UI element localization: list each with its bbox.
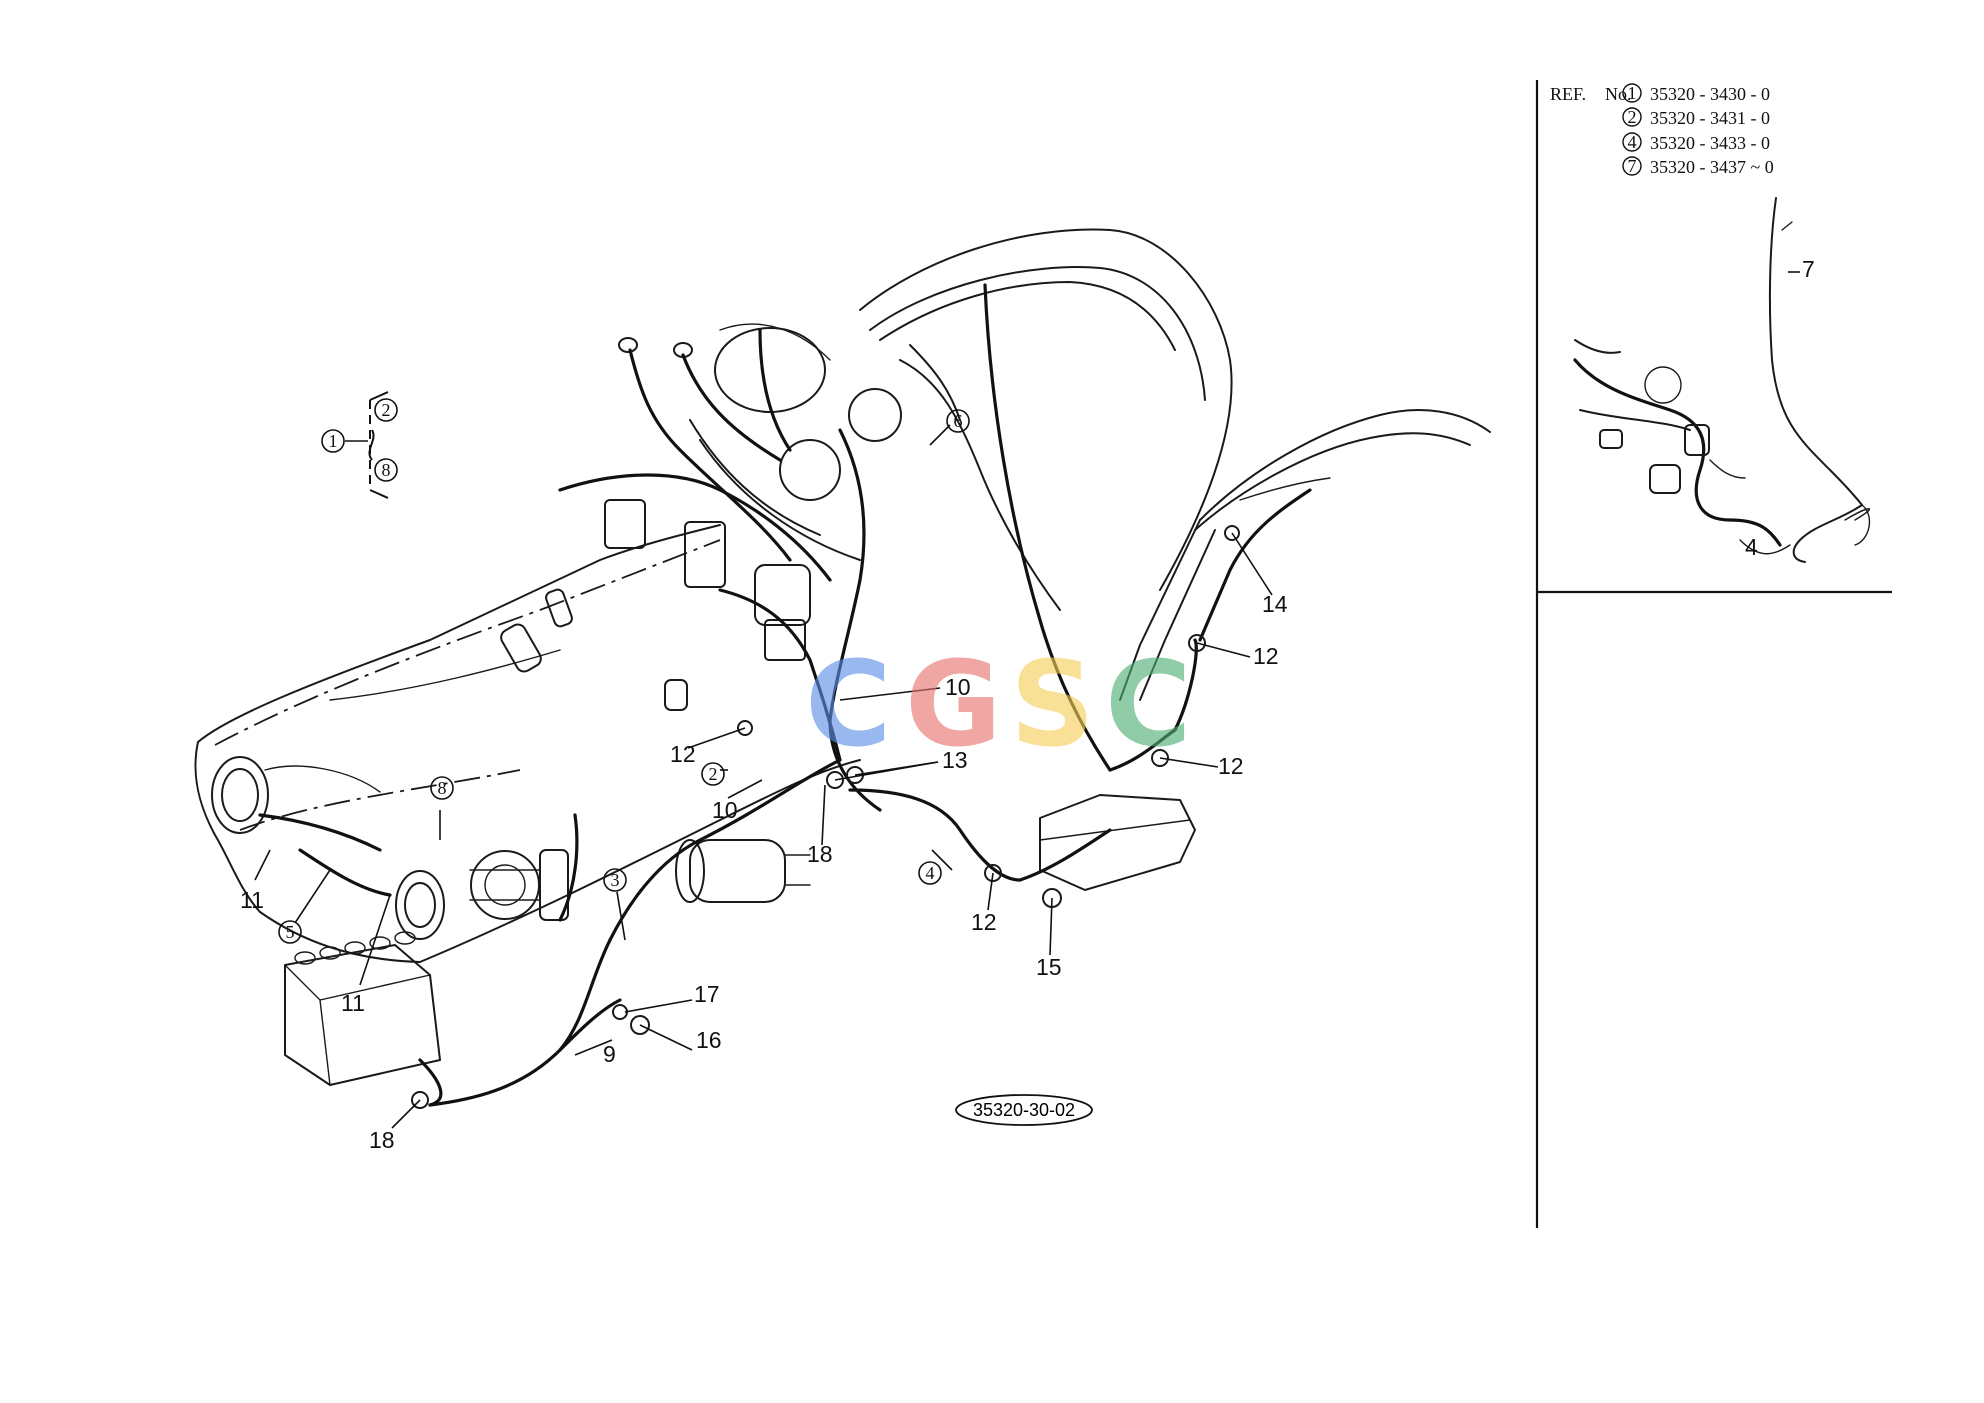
svg-text:5: 5 (286, 922, 295, 942)
group-bracket (345, 391, 389, 499)
ref-label: REF. (1550, 84, 1586, 104)
inset-callout-4: 4 (1745, 534, 1758, 560)
wiring-harness (258, 283, 1312, 1107)
watermark-letter: G (905, 635, 1002, 773)
group-parent-callout: 1 (321, 429, 345, 453)
drawing-number: 35320-30-02 (973, 1100, 1075, 1120)
ref-row: 4 35320 - 3433 - 0 (1622, 132, 1770, 153)
ref-row: 7 35320 - 3437 ~ 0 (1622, 156, 1774, 177)
svg-text:2: 2 (1628, 107, 1637, 127)
svg-text:8: 8 (438, 778, 447, 798)
watermark-letter: C (1105, 635, 1192, 773)
callout-10: 10 (712, 797, 738, 823)
svg-text:6: 6 (954, 411, 963, 431)
svg-text:4: 4 (1628, 132, 1637, 152)
callout-12: 12 (971, 909, 997, 935)
callout-18: 18 (369, 1127, 395, 1153)
callout-15: 15 (1036, 954, 1062, 980)
watermark-letter: C (805, 635, 892, 773)
ref-part-number: 35320 - 3430 - 0 (1650, 84, 1770, 104)
callout-16: 16 (696, 1027, 722, 1053)
right-panel-frame (1535, 80, 1892, 1228)
watermark-letter: S (1010, 635, 1095, 773)
cgsc-watermark: C G S C (805, 635, 1192, 773)
svg-text:2: 2 (382, 400, 391, 420)
callout-17: 17 (694, 981, 720, 1007)
circled-callout-8: 8 (430, 776, 454, 800)
callout-10: 10 (945, 674, 971, 700)
circled-callout-4: 4 (918, 861, 942, 885)
svg-text:1: 1 (329, 431, 338, 451)
ref-row: 2 35320 - 3431 - 0 (1622, 107, 1770, 128)
circled-callout-2: 2 (701, 762, 725, 786)
callout-18: 18 (807, 841, 833, 867)
callout-12: 12 (670, 741, 696, 767)
svg-text:2: 2 (709, 764, 718, 784)
callout-14: 14 (1262, 591, 1288, 617)
circled-callout-3: 3 (603, 868, 627, 892)
group-member-callout: 8 (374, 458, 398, 482)
callout-11: 11 (240, 887, 264, 913)
tractor-body-outline (194, 228, 1491, 1086)
svg-text:7: 7 (1628, 156, 1637, 176)
reference-table: REF. No. 1 35320 - 3430 - 0 2 35320 - 34… (1550, 83, 1774, 177)
sensor-plugs (500, 337, 693, 711)
instrument-cluster (689, 323, 902, 561)
svg-text:8: 8 (382, 460, 391, 480)
callout-12: 12 (1218, 753, 1244, 779)
callout-9: 9 (603, 1041, 616, 1067)
fasteners (411, 525, 1240, 1109)
group-member-callout: 2 (374, 398, 398, 422)
circled-callout-5: 5 (278, 920, 302, 944)
alternator (469, 849, 569, 921)
ref-part-number: 35320 - 3433 - 0 (1650, 133, 1770, 153)
inset-detail-drawing: 7 4 (1573, 197, 1871, 563)
leader-lines (254, 424, 1273, 1129)
callout-12: 12 (1253, 643, 1279, 669)
relay-boxes (604, 499, 811, 661)
ref-part-number: 35320 - 3431 - 0 (1650, 108, 1770, 128)
callout-11: 11 (341, 990, 365, 1016)
circled-callout-6: 6 (946, 409, 970, 433)
ref-part-number: 35320 - 3437 ~ 0 (1650, 157, 1774, 177)
ref-row: 1 35320 - 3430 - 0 (1622, 83, 1770, 104)
svg-text:1: 1 (1628, 83, 1637, 103)
inset-callout-7: 7 (1802, 256, 1815, 282)
starter-motor (675, 839, 811, 903)
callout-13: 13 (942, 747, 968, 773)
svg-text:4: 4 (926, 863, 935, 883)
svg-text:3: 3 (611, 870, 620, 890)
drawing-number-badge: 35320-30-02 (955, 1094, 1093, 1126)
